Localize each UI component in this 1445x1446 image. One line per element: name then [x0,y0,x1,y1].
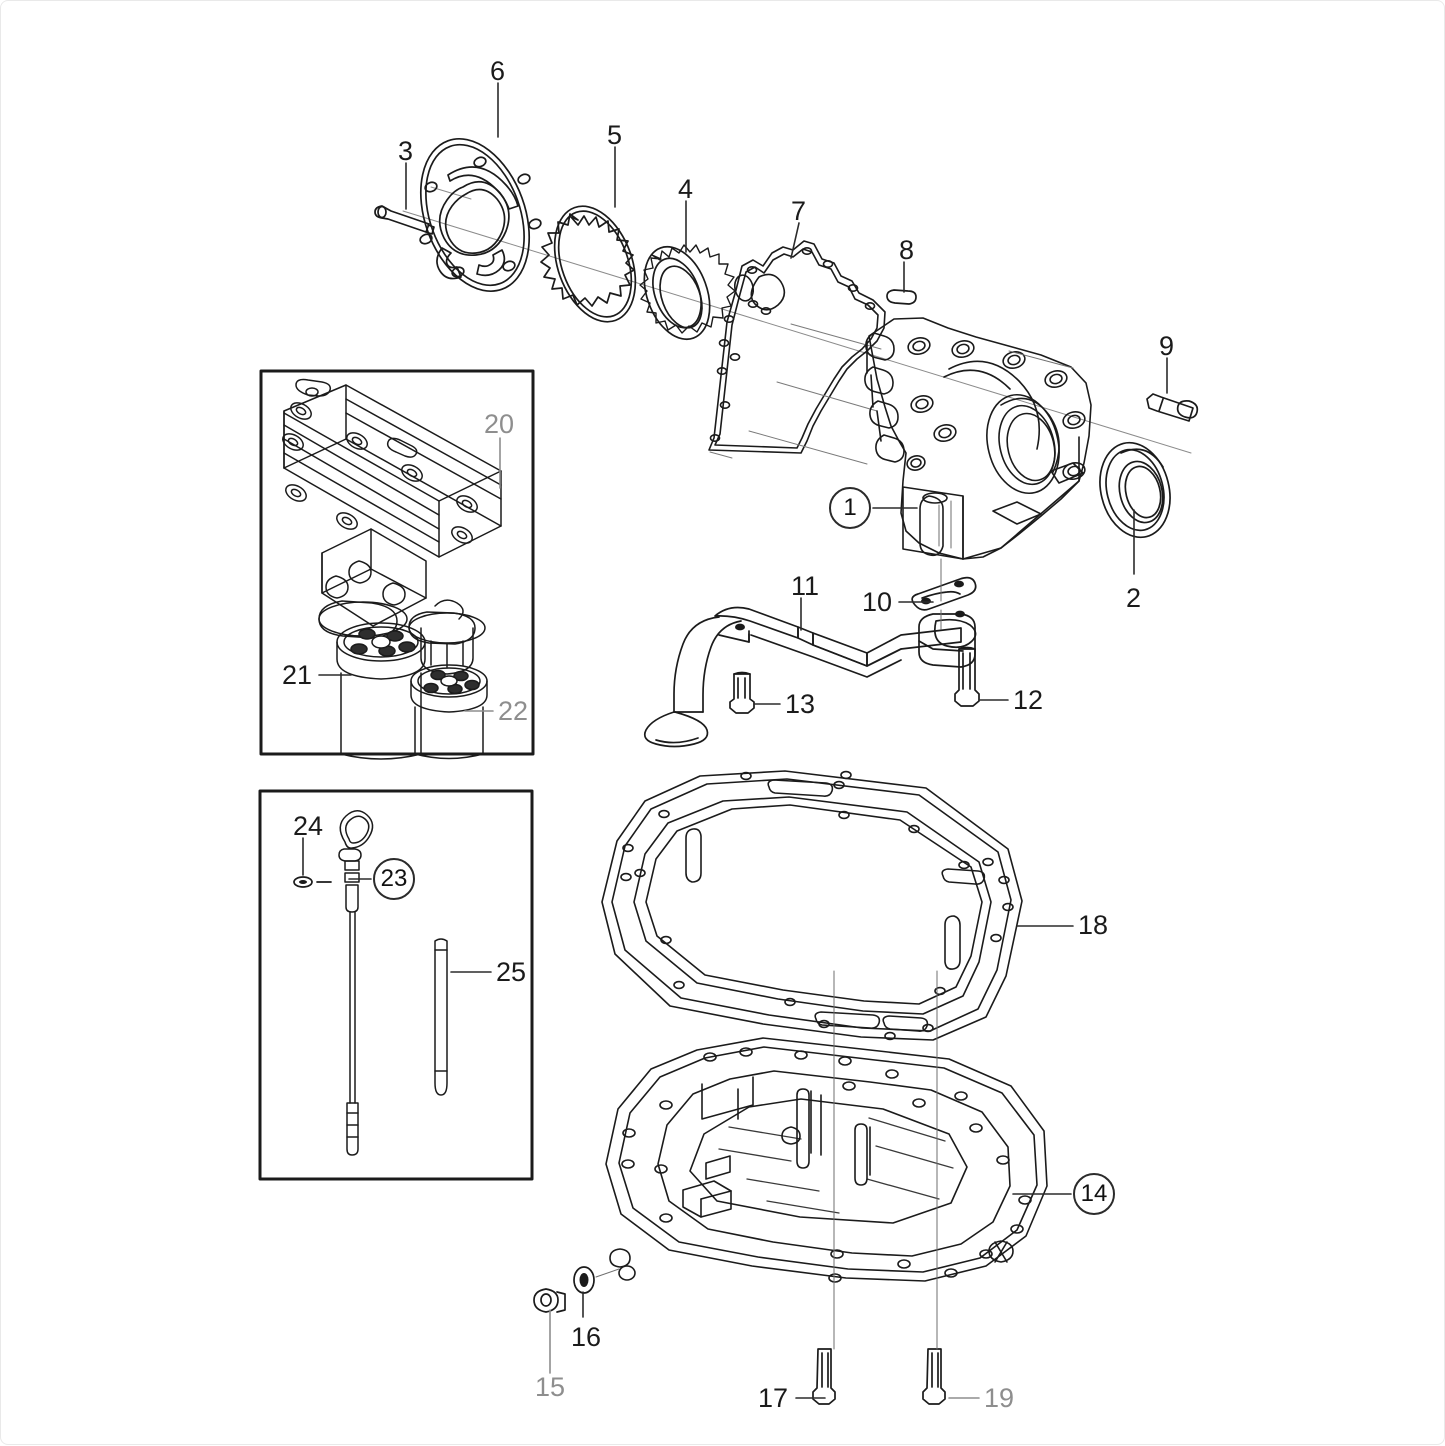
part-23-dipstick [338,810,374,1156]
part-18-oil-pan-gasket [601,770,1023,1041]
callout-1: 1 [829,487,871,529]
label-leader-lines [302,82,1168,1399]
inset-box-filter-assembly [259,369,535,756]
part-6-pulley-hub-flange [419,137,542,293]
callout-23: 23 [373,858,415,900]
label-18: 18 [1078,910,1109,940]
label-11: 11 [791,571,820,601]
label-21: 21 [282,660,313,690]
label-13: 13 [785,689,816,719]
label-20: 20 [484,409,515,439]
label-2: 2 [1126,583,1142,613]
part-1-oil-pump-housing [864,317,1092,560]
part-12-pickup-tube-bolt-long [954,646,980,707]
label-24: 24 [293,811,324,841]
label-8: 8 [899,235,915,265]
callout-14: 14 [1073,1173,1115,1215]
part-10-pickup-tube-gasket [911,576,977,611]
inset-box-dipstick [258,789,534,1181]
part-25-dipstick-tube [434,938,448,1096]
part-11-oil-pickup-tube [643,606,977,748]
part-5-toothed-washer [540,205,637,323]
part-21-oil-filter-full-flow [336,622,426,760]
label-5: 5 [607,120,623,150]
part-9-hex-bolt [1146,393,1199,422]
label-12: 12 [1013,685,1044,715]
label-17: 17 [758,1383,789,1413]
label-16: 16 [571,1322,602,1352]
part-4-drive-sprocket [639,244,736,341]
label-3: 3 [398,136,414,166]
part-16-drain-plug-washer [573,1266,595,1294]
label-4: 4 [678,174,694,204]
part-13-pickup-tube-bolt-short [729,671,755,714]
label-19: 19 [984,1383,1015,1413]
part-2-crankshaft-front-seal [1099,441,1171,539]
part-14-oil-pan [605,1037,1048,1283]
assembly-centerline [402,186,1192,454]
label-10: 10 [862,587,893,617]
part-8-dowel-pin [886,289,917,305]
part-19-oil-pan-bolt-alt [922,1348,946,1405]
part-17-oil-pan-bolt [812,1348,836,1405]
part-24-dipstick-o-ring [293,876,332,888]
part-3-flange-bolt [374,205,435,235]
part-20-oil-cooler-filter-housing [282,378,502,675]
label-25: 25 [496,957,527,987]
part-7-timing-cover-gasket [708,240,886,465]
label-15: 15 [535,1372,566,1402]
part-15-drain-plug [533,1288,566,1313]
label-7: 7 [791,196,807,226]
part-22-oil-filter-bypass [410,664,488,760]
label-6: 6 [490,56,506,86]
label-22: 22 [498,696,529,726]
label-9: 9 [1159,331,1175,361]
